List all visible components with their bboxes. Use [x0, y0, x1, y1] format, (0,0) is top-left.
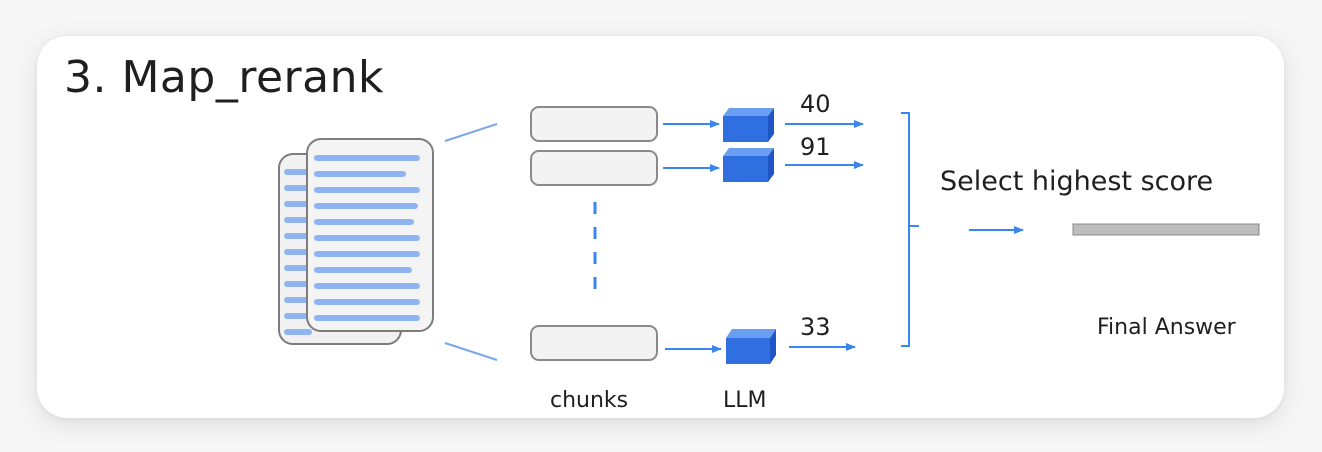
split-line-top [444, 123, 498, 142]
score-label: 40 [800, 90, 831, 118]
llm-label: LLM [723, 388, 767, 413]
chunk-box [530, 106, 658, 142]
llm-cube-icon [726, 329, 776, 364]
document-stack-icon [278, 138, 434, 345]
llm-cube-icon [723, 108, 774, 142]
select-highest-score-label: Select highest score [940, 166, 1214, 197]
score-label: 33 [800, 313, 831, 341]
slide-title: 3. Map_rerank [64, 52, 384, 103]
selection-bracket [901, 112, 919, 347]
score-label: 91 [800, 133, 831, 161]
final-answer-label: Final Answer [1097, 315, 1236, 340]
slide-card: 3. Map_rerank [37, 36, 1284, 418]
chunks-label: chunks [550, 388, 629, 413]
chunk-box [530, 150, 658, 186]
split-line-bottom [444, 342, 498, 361]
llm-cube-icon [723, 148, 774, 182]
chunk-box [530, 325, 658, 361]
final-answer-bar [1072, 223, 1260, 236]
map-rerank-diagram [278, 106, 1260, 364]
